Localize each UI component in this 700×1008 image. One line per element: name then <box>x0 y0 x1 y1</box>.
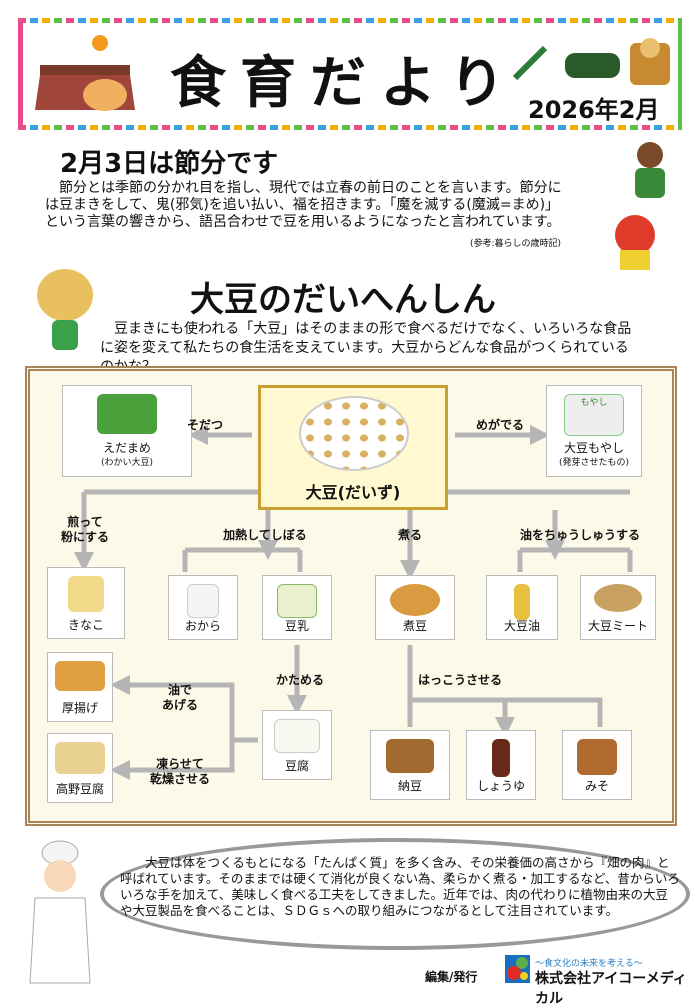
food-moyashi: もやし大豆もやし (発芽させたもの) <box>546 385 642 477</box>
food-koya: 高野豆腐 <box>47 733 113 803</box>
process-ageru: 油であげる <box>150 683 210 713</box>
process-sodatsu: そだつ <box>186 418 223 432</box>
soybean-plate-image <box>299 396 409 471</box>
kotatsu-cat-illustration <box>35 35 135 111</box>
food-tonyu: 豆乳 <box>262 575 332 640</box>
food-tofu: 豆腐 <box>262 710 332 780</box>
process-koorase: 凍らせて乾燥させる <box>140 757 220 787</box>
okara-label: おから <box>184 619 221 633</box>
company-tagline: ～食文化の未来を考える～ <box>535 959 643 969</box>
process-abura: 油をちゅうしゅうする <box>519 528 640 542</box>
atsuage-image <box>55 661 105 691</box>
newsletter-title: 食育だより <box>170 51 519 116</box>
meat-image <box>594 584 642 612</box>
edamame-label: えだまめ <box>103 441 151 455</box>
setsubun-text: 節分とは季節の分かれ目を指し、現代では立春の前日のことを言います。節分には豆まき… <box>45 180 562 230</box>
miso-label: みそ <box>584 779 609 793</box>
okara-image <box>187 584 219 618</box>
koya-image <box>55 742 105 774</box>
koorase-line1: 凍らせて <box>156 757 204 771</box>
source-note: (参考:暮らしの歳時記) <box>470 239 562 249</box>
koya-label: 高野豆腐 <box>55 782 104 796</box>
ageru-line1: 油で <box>167 683 192 697</box>
process-shiboru: 加熱してしぼる <box>223 528 307 542</box>
moyashi-label: 大豆もやし <box>563 441 624 455</box>
soybean-intro: 豆まきにも使われる「大豆」はそのままの形で食べるだけでなく、いろいろな食品に姿を… <box>100 321 632 375</box>
food-edamame: えだまめ (わかい大豆) <box>62 385 192 477</box>
natto-image <box>386 739 434 773</box>
center-label: 大豆(だいず) <box>305 483 401 502</box>
oil-label: 大豆油 <box>503 619 540 633</box>
chef-illustration <box>29 840 91 984</box>
tonyu-image <box>277 584 317 618</box>
shoyu-image <box>492 739 510 777</box>
food-nimame: 煮豆 <box>375 575 455 640</box>
ageru-line2: あげる <box>161 698 198 712</box>
tonyu-label: 豆乳 <box>284 619 309 633</box>
natto-label: 納豆 <box>397 779 422 793</box>
iru-line2: 粉にする <box>60 530 110 544</box>
soybean-heading: 大豆のだいへんしん <box>190 280 496 320</box>
food-kinako: きなこ <box>47 567 125 639</box>
food-miso: みそ <box>562 730 632 800</box>
food-shoyu: しょうゆ <box>466 730 536 800</box>
bean-throwing-oni-illustration <box>615 142 665 270</box>
process-niru: 煮る <box>397 528 422 542</box>
atsuage-label: 厚揚げ <box>61 701 98 715</box>
food-soybean-center: 大豆(だいず) <box>258 385 448 510</box>
company-logo <box>505 955 530 983</box>
moyashi-pack: もやし <box>564 394 624 436</box>
food-atsuage: 厚揚げ <box>47 652 113 722</box>
kinako-label: きなこ <box>67 618 104 632</box>
process-katameru: かためる <box>275 673 324 687</box>
edamame-image <box>97 394 157 434</box>
nimame-image <box>390 584 440 616</box>
koorase-line2: 乾燥させる <box>149 772 210 786</box>
tofu-image <box>274 719 320 753</box>
meat-label: 大豆ミート <box>587 619 648 633</box>
oil-image <box>514 584 530 620</box>
nimame-label: 煮豆 <box>402 619 427 633</box>
shoyu-label: しょうゆ <box>476 779 525 793</box>
iru-line1: 煎って <box>67 515 103 529</box>
food-meat: 大豆ミート <box>580 575 656 640</box>
process-iru: 煎って粉にする <box>55 515 115 545</box>
food-natto: 納豆 <box>370 730 450 800</box>
issue-date: 2026年2月 <box>528 96 660 124</box>
process-megaderu: めがでる <box>475 418 524 432</box>
edamame-sub: (わかい大豆) <box>100 458 154 468</box>
food-oil: 大豆油 <box>486 575 558 640</box>
speech-bubble <box>100 838 690 950</box>
soybean-character-illustration <box>37 269 93 350</box>
company-name: 株式会社アイコーメディカル <box>535 971 687 1007</box>
process-hakko: はっこうさせる <box>417 673 502 687</box>
tofu-label: 豆腐 <box>284 759 309 773</box>
kinako-image <box>68 576 104 612</box>
food-okara: おから <box>168 575 238 640</box>
miso-image <box>577 739 617 775</box>
setsubun-items-illustration <box>512 38 670 85</box>
moyashi-sub: (発芽させたもの) <box>558 458 630 468</box>
soybean-note: 大豆は体をつくるもとになる「たんぱく質」を多く含み、その栄養価の高さから『畑の肉… <box>120 855 680 918</box>
editor-label: 編集/発行 <box>425 970 478 984</box>
setsubun-heading: 2月3日は節分です <box>60 149 279 179</box>
